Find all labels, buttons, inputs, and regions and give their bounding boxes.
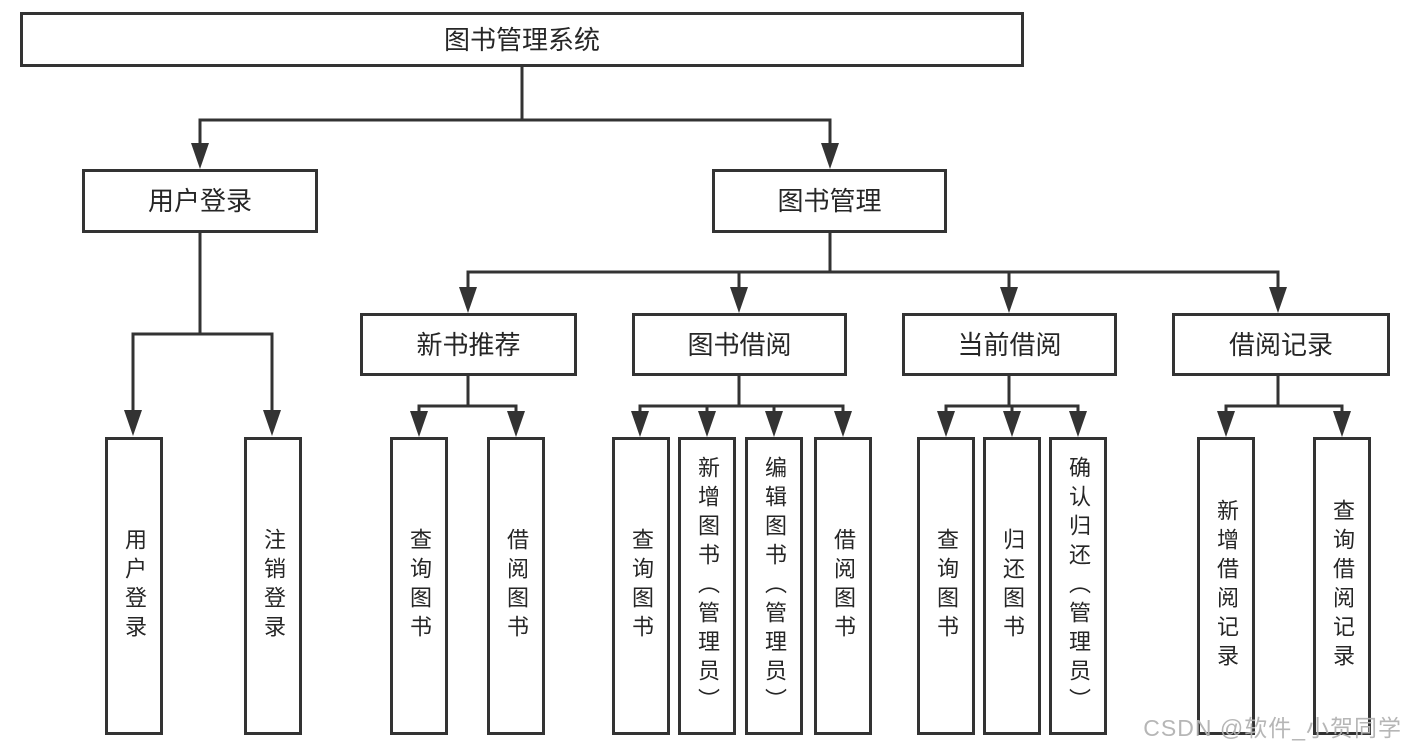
leaf-label: 借阅图书 bbox=[504, 528, 529, 644]
leaf-label: 确认归还（管理员） bbox=[1066, 455, 1091, 717]
leaf-label: 新增图书（管理员） bbox=[695, 455, 720, 717]
node-book-management: 图书管理 bbox=[712, 169, 947, 233]
leaf-query-borrow-record: 查询借阅记录 bbox=[1313, 437, 1371, 735]
node-borrowing-records: 借阅记录 bbox=[1172, 313, 1390, 376]
csdn-watermark: CSDN @软件_小贺同学 bbox=[1143, 715, 1402, 741]
arrowhead-icon bbox=[459, 287, 477, 313]
node-library-management-system: 图书管理系统 bbox=[20, 12, 1024, 67]
node-book-borrowing: 图书借阅 bbox=[632, 313, 847, 376]
arrowhead-icon bbox=[834, 411, 852, 437]
leaf-query-books-1: 查询图书 bbox=[390, 437, 448, 735]
leaf-edit-books-admin: 编辑图书（管理员） bbox=[745, 437, 803, 735]
arrowhead-icon bbox=[1003, 411, 1021, 437]
leaf-borrow-books-1: 借阅图书 bbox=[487, 437, 545, 735]
leaf-label: 归还图书 bbox=[1000, 528, 1025, 644]
arrowhead-icon bbox=[1000, 287, 1018, 313]
leaf-label: 查询图书 bbox=[407, 528, 432, 644]
leaf-label: 查询图书 bbox=[629, 528, 654, 644]
arrowhead-icon bbox=[1269, 287, 1287, 313]
leaf-add-borrow-record: 新增借阅记录 bbox=[1197, 437, 1255, 735]
node-label: 借阅记录 bbox=[1228, 329, 1333, 360]
arrowhead-icon bbox=[191, 143, 209, 169]
leaf-add-books-admin: 新增图书（管理员） bbox=[678, 437, 736, 735]
node-label: 新书推荐 bbox=[416, 329, 521, 360]
leaf-logout: 注销登录 bbox=[244, 437, 302, 735]
node-label: 图书借阅 bbox=[687, 329, 792, 360]
leaf-return-books: 归还图书 bbox=[983, 437, 1041, 735]
arrowhead-icon bbox=[1333, 411, 1351, 437]
node-current-borrowing: 当前借阅 bbox=[902, 313, 1117, 376]
arrowhead-icon bbox=[263, 410, 281, 436]
arrowhead-icon bbox=[698, 411, 716, 437]
leaf-confirm-return-admin: 确认归还（管理员） bbox=[1049, 437, 1107, 735]
leaf-query-books-3: 查询图书 bbox=[917, 437, 975, 735]
leaf-label: 注销登录 bbox=[261, 528, 286, 644]
node-label: 当前借阅 bbox=[957, 329, 1062, 360]
node-label: 用户登录 bbox=[147, 186, 252, 216]
node-label: 图书管理系统 bbox=[443, 24, 600, 55]
leaf-label: 编辑图书（管理员） bbox=[762, 455, 787, 717]
leaf-label: 用户登录 bbox=[122, 528, 147, 644]
node-new-book-recommend: 新书推荐 bbox=[360, 313, 577, 376]
arrowhead-icon bbox=[1069, 411, 1087, 437]
arrowhead-icon bbox=[631, 411, 649, 437]
arrowhead-icon bbox=[765, 411, 783, 437]
leaf-label: 新增借阅记录 bbox=[1214, 499, 1239, 673]
arrowhead-icon bbox=[730, 287, 748, 313]
arrowhead-icon bbox=[1217, 411, 1235, 437]
arrowhead-icon bbox=[410, 411, 428, 437]
arrowhead-icon bbox=[507, 411, 525, 437]
arrowhead-icon bbox=[821, 143, 839, 169]
node-user-login: 用户登录 bbox=[82, 169, 318, 233]
leaf-label: 借阅图书 bbox=[831, 528, 856, 644]
leaf-query-books-2: 查询图书 bbox=[612, 437, 670, 735]
leaf-user-login: 用户登录 bbox=[105, 437, 163, 735]
arrowhead-icon bbox=[124, 410, 142, 436]
node-label: 图书管理 bbox=[777, 186, 882, 216]
leaf-borrow-books-2: 借阅图书 bbox=[814, 437, 872, 735]
arrowhead-icon bbox=[937, 411, 955, 437]
leaf-label: 查询借阅记录 bbox=[1330, 499, 1355, 673]
leaf-label: 查询图书 bbox=[934, 528, 959, 644]
